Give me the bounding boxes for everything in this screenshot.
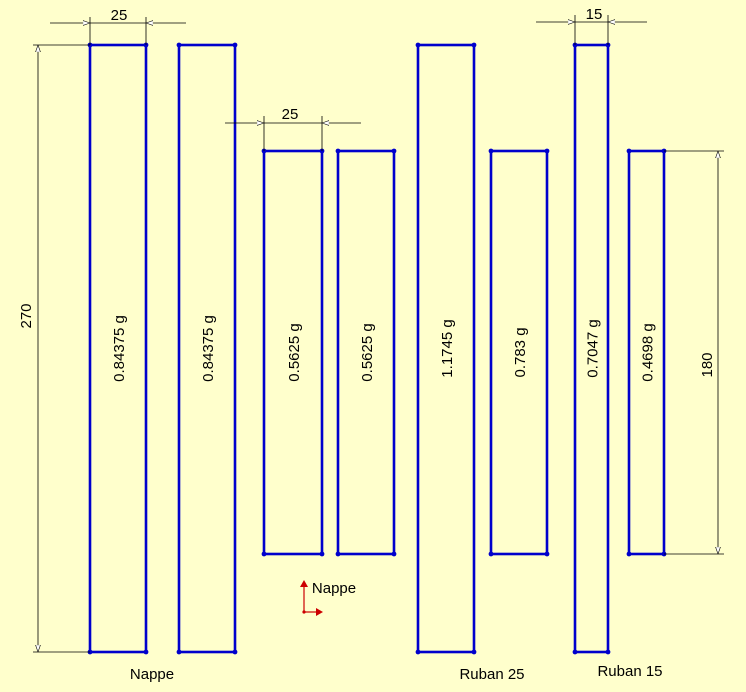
strip-outline (489, 149, 549, 556)
dimension-width-nappe-short[interactable]: 25 (225, 106, 361, 151)
sketch-point[interactable] (488, 551, 494, 557)
strip-mass-label: 1.1745 g (439, 319, 456, 377)
strip-mass-label: 0.7047 g (585, 319, 602, 377)
dimension-height-long[interactable]: 270 (18, 44, 90, 653)
sketch-point[interactable] (626, 551, 632, 557)
group-label-ruban-15: Ruban 15 (597, 663, 662, 680)
strip-rectangle[interactable]: 0.5625 g (261, 148, 325, 557)
sketch-point[interactable] (488, 148, 494, 154)
strip-mass-label: 0.783 g (512, 327, 529, 377)
sketch-point[interactable] (176, 42, 182, 48)
sketch-point[interactable] (143, 649, 149, 655)
sketch-point[interactable] (391, 148, 397, 154)
strip-rectangle[interactable]: 0.783 g (488, 148, 550, 557)
group-label-nappe: Nappe (130, 666, 174, 683)
strip-outline (416, 43, 476, 654)
sketch-point[interactable] (391, 551, 397, 557)
sketch-point[interactable] (544, 551, 550, 557)
strip-outline (336, 149, 396, 556)
dimension-width-nappe-long[interactable]: 25 (50, 7, 186, 45)
sketch-point[interactable] (471, 649, 477, 655)
strip-rectangle[interactable]: 0.84375 g (176, 42, 238, 655)
group-label-ruban-25: Ruban 25 (459, 666, 524, 683)
sketch-point[interactable] (572, 649, 578, 655)
dimension-width-ruban-15[interactable]: 15 (536, 6, 647, 45)
sketch-point[interactable] (261, 551, 267, 557)
dimension-value: 15 (586, 6, 603, 23)
dimension-value: 270 (18, 303, 35, 328)
dimension-height-short[interactable]: 180 (664, 150, 724, 555)
strip-rectangle[interactable]: 0.4698 g (626, 148, 667, 557)
sketch-point[interactable] (335, 551, 341, 557)
dimension-value: 25 (111, 7, 128, 24)
sketch-point[interactable] (319, 551, 325, 557)
strip-rectangle[interactable]: 0.84375 g (87, 42, 149, 655)
origin-axes-icon (300, 580, 323, 616)
strip-mass-label: 0.4698 g (640, 323, 657, 381)
sketch-point[interactable] (335, 148, 341, 154)
strip-outline (88, 43, 148, 654)
strip-outline (573, 43, 610, 654)
sketch-point[interactable] (415, 42, 421, 48)
strip-rectangle[interactable]: 0.7047 g (572, 42, 611, 655)
sketch-point[interactable] (471, 42, 477, 48)
strip-mass-label: 0.84375 g (200, 315, 217, 382)
strip-outline (177, 43, 237, 654)
sketch-point[interactable] (232, 649, 238, 655)
strip-outline (262, 149, 324, 556)
sketch-point[interactable] (544, 148, 550, 154)
sketch-point[interactable] (176, 649, 182, 655)
sketch-point[interactable] (415, 649, 421, 655)
strip-outline (627, 149, 666, 556)
strip-mass-label: 0.5625 g (359, 323, 376, 381)
strip-rectangle[interactable]: 0.5625 g (335, 148, 397, 557)
sketch-point[interactable] (232, 42, 238, 48)
strip-rectangle[interactable]: 1.1745 g (415, 42, 477, 655)
strip-mass-label: 0.84375 g (111, 315, 128, 382)
dimension-value: 180 (699, 352, 716, 377)
strip-rectangles: 0.84375 g 0.84375 g 0.5625 g 0.5625 g 1.1745… (87, 42, 667, 655)
strip-mass-label: 0.5625 g (286, 323, 303, 381)
sketch-point[interactable] (605, 649, 611, 655)
group-label-nappe-origin: Nappe (312, 580, 356, 597)
dimension-value: 25 (282, 106, 299, 123)
sketch-point[interactable] (626, 148, 632, 154)
